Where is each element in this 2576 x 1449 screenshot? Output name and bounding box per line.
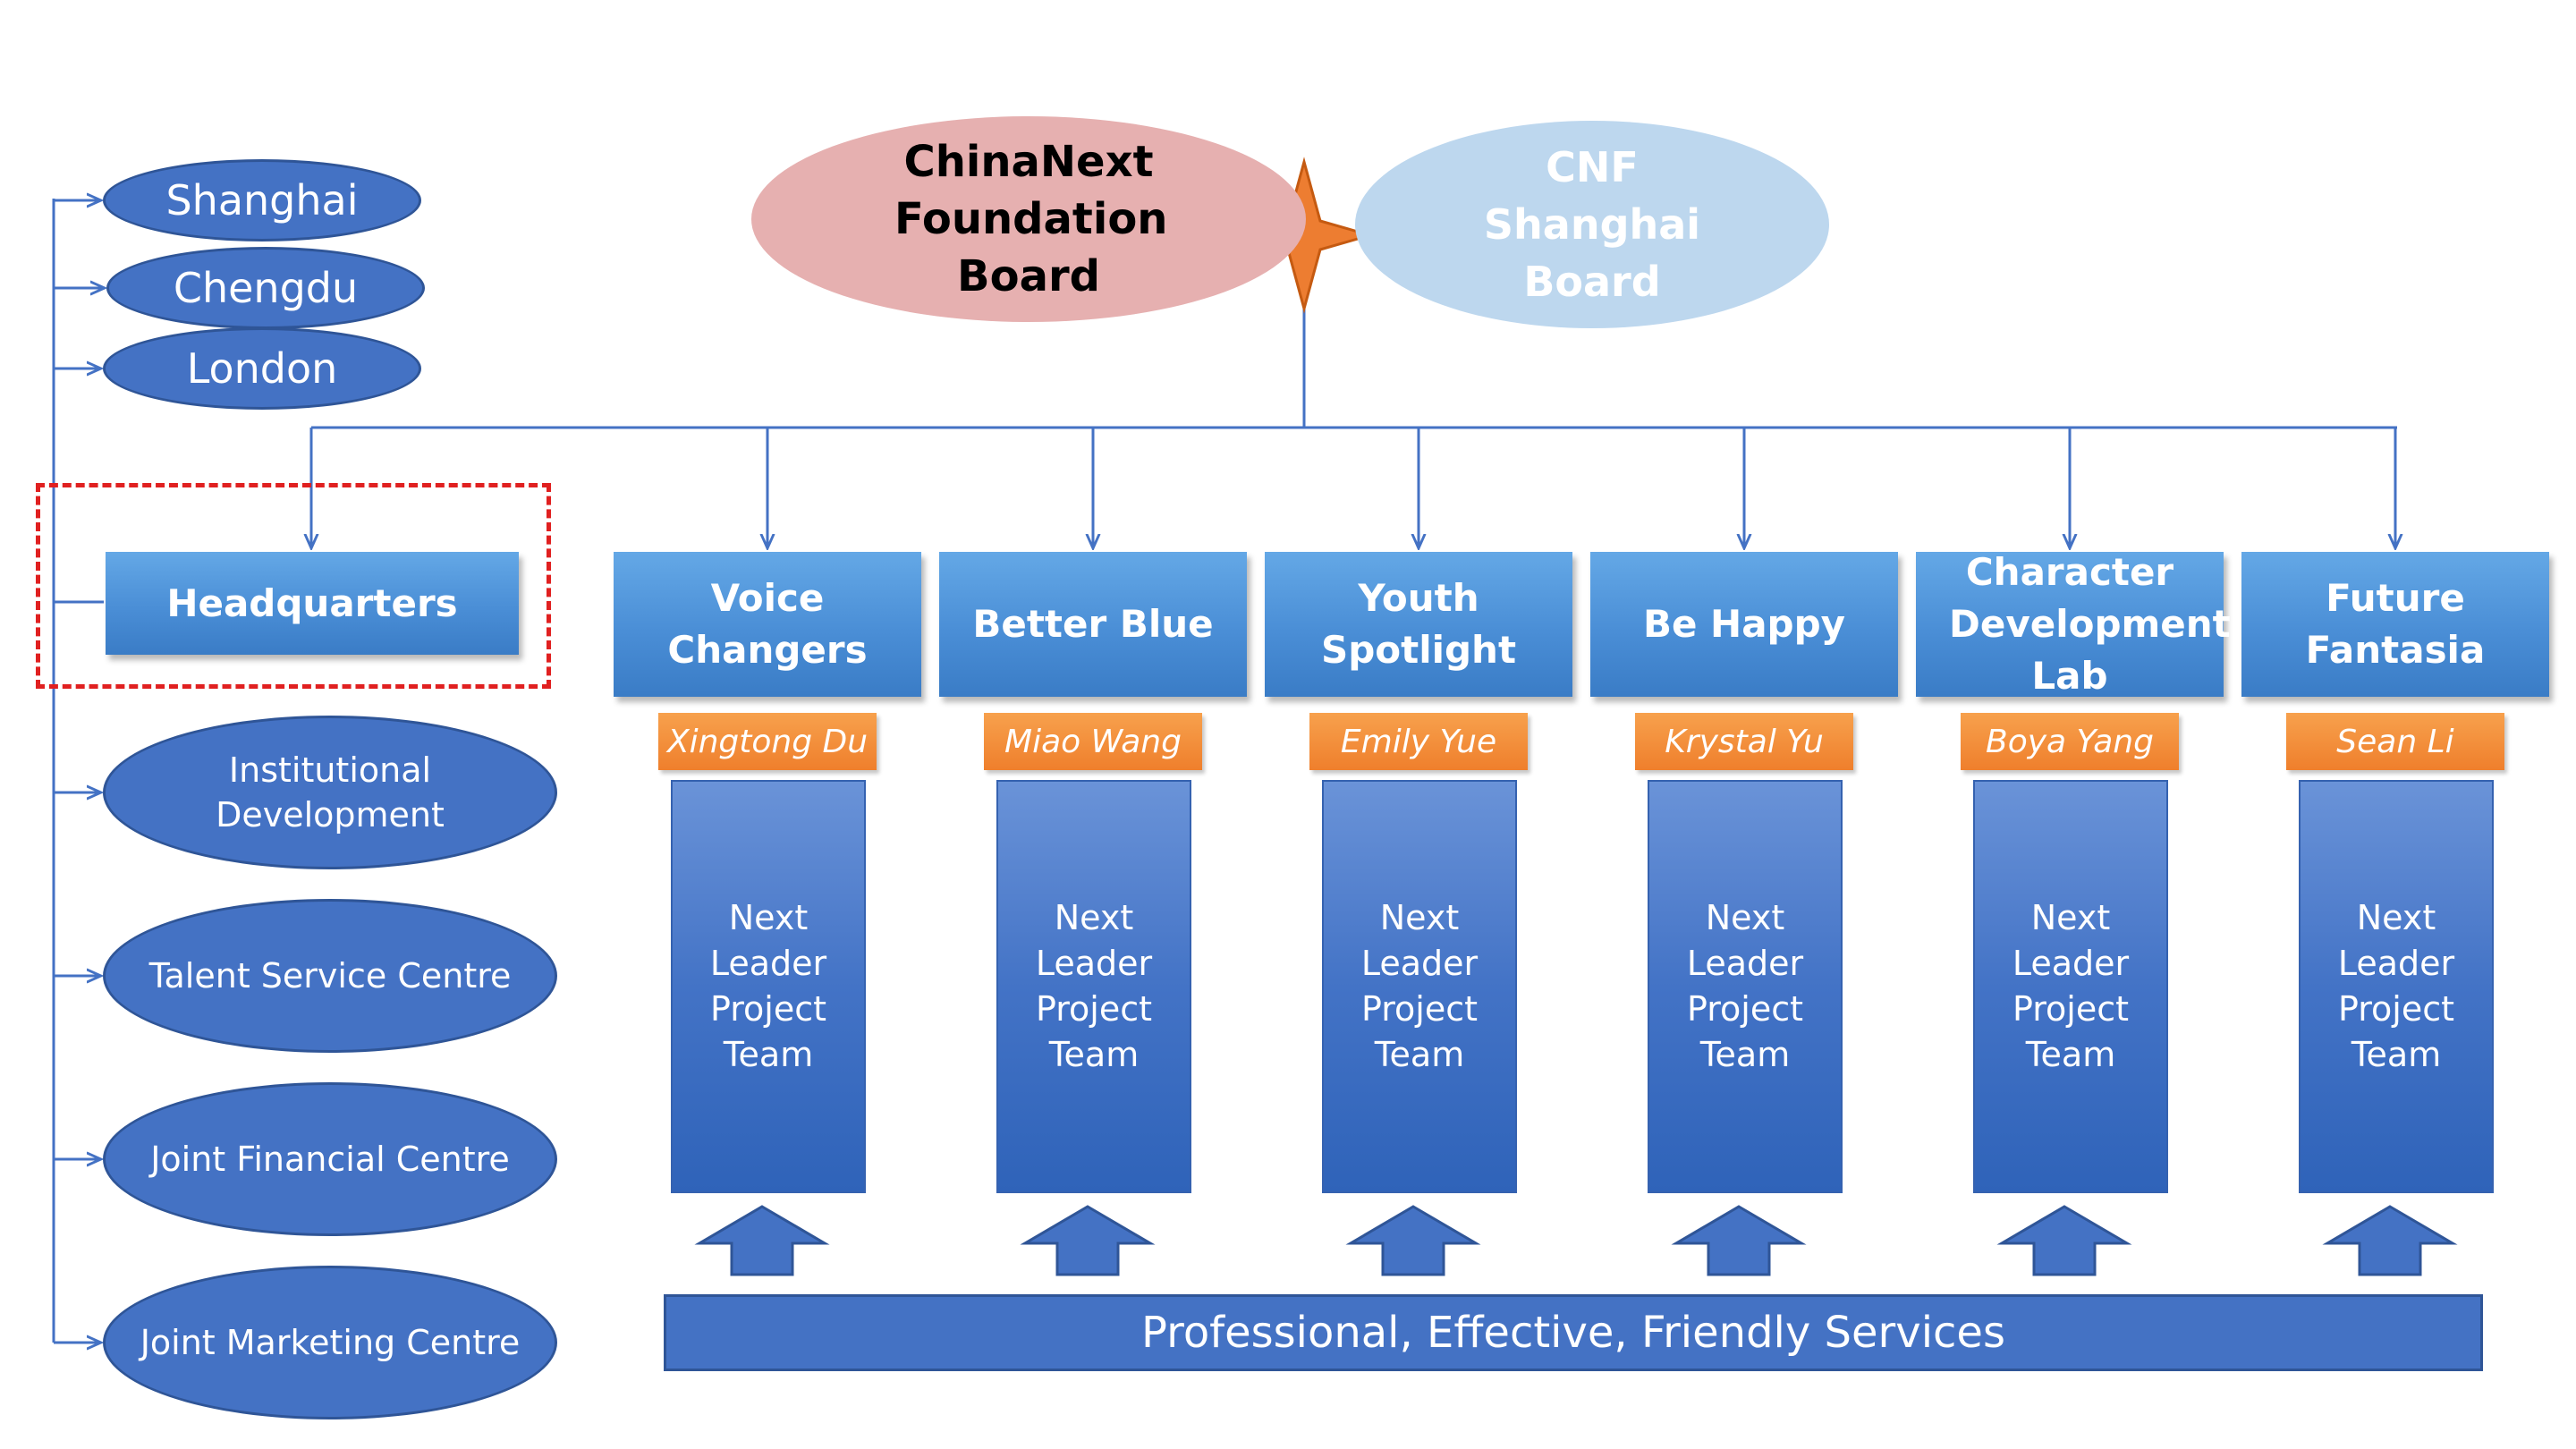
program-leader-name: Sean Li [2336, 723, 2454, 760]
up-arrow-icon [2322, 1205, 2458, 1276]
function-label: Talent Service Centre [148, 956, 512, 996]
program-leader-badge: Sean Li [2286, 713, 2504, 770]
program-team-column: Next Leader Project Team [996, 780, 1191, 1193]
office-label: Shanghai [165, 176, 359, 225]
function-label: Joint Financial Centre [150, 1140, 510, 1179]
up-arrow-icon [1996, 1205, 2132, 1276]
program-leader-name: Boya Yang [1986, 723, 2154, 760]
program-leader-badge: Emily Yue [1309, 713, 1528, 770]
program-leader-name: Miao Wang [1004, 723, 1182, 760]
chinanext-foundation-board: ChinaNext Foundation Board [751, 116, 1306, 322]
program-team-column: Next Leader Project Team [1973, 780, 2168, 1193]
headquarters-highlight-frame [36, 483, 551, 689]
services-bar: Professional, Effective, Friendly Servic… [664, 1294, 2483, 1371]
office-chengdu: Chengdu [106, 247, 425, 329]
program-be-happy-box: Be Happy [1590, 552, 1898, 697]
program-future-fantasia-box: Future Fantasia [2241, 552, 2549, 697]
up-arrow-icon [1671, 1205, 1807, 1276]
office-london: London [103, 327, 421, 410]
program-team-column: Next Leader Project Team [1648, 780, 1843, 1193]
up-arrow-icon [1020, 1205, 1156, 1276]
up-arrow-icon [1345, 1205, 1481, 1276]
function-label: Institutional Development [216, 750, 445, 835]
program-team-column: Next Leader Project Team [2299, 780, 2494, 1193]
program-team-label: Next Leader Project Team [2337, 898, 2455, 1074]
program-name: Future Fantasia [2305, 576, 2486, 672]
program-youth-spotlight-box: Youth Spotlight [1265, 552, 1572, 697]
office-label: Chengdu [173, 264, 359, 312]
function-joint-marketing-centre: Joint Marketing Centre [103, 1266, 557, 1419]
office-shanghai: Shanghai [103, 159, 421, 242]
function-joint-financial-centre: Joint Financial Centre [103, 1082, 557, 1236]
program-leader-name: Xingtong Du [666, 723, 869, 760]
program-leader-name: Krystal Yu [1665, 723, 1824, 760]
program-leader-badge: Boya Yang [1961, 713, 2179, 770]
services-label: Professional, Effective, Friendly Servic… [1141, 1308, 2005, 1358]
program-better-blue-box: Better Blue [939, 552, 1247, 697]
chinanext-foundation-board-label: ChinaNext Foundation Board [894, 137, 1168, 301]
program-leader-name: Emily Yue [1340, 723, 1497, 760]
headquarters-label: Headquarters [166, 580, 458, 625]
program-team-label: Next Leader Project Team [2012, 898, 2130, 1074]
program-team-column: Next Leader Project Team [671, 780, 866, 1193]
program-character-development-lab-box: Character Development Lab [1916, 550, 2231, 698]
program-team-label: Next Leader Project Team [1035, 898, 1153, 1074]
function-talent-service-centre: Talent Service Centre [103, 899, 557, 1053]
program-team-label: Next Leader Project Team [1686, 898, 1804, 1074]
function-institutional-development: Institutional Development [103, 716, 557, 869]
program-name: Better Blue [972, 602, 1214, 646]
function-label: Joint Marketing Centre [140, 1323, 521, 1362]
program-name: Be Happy [1642, 602, 1846, 646]
cnf-shanghai-board: CNF Shanghai Board [1355, 121, 1829, 328]
program-leader-badge: Miao Wang [984, 713, 1202, 770]
program-team-label: Next Leader Project Team [1360, 898, 1479, 1074]
program-name: Voice Changers [667, 576, 868, 672]
program-team-column: Next Leader Project Team [1322, 780, 1517, 1193]
program-leader-badge: Krystal Yu [1635, 713, 1853, 770]
program-name: Character Development Lab [1949, 550, 2231, 698]
program-voice-changers-box: Voice Changers [614, 552, 921, 697]
program-team-label: Next Leader Project Team [709, 898, 827, 1074]
headquarters-box: Headquarters [106, 552, 519, 655]
program-name: Youth Spotlight [1320, 576, 1517, 672]
office-label: London [186, 344, 338, 393]
program-leader-badge: Xingtong Du [658, 713, 877, 770]
up-arrow-icon [694, 1205, 830, 1276]
cnf-shanghai-board-label: CNF Shanghai Board [1483, 143, 1701, 306]
